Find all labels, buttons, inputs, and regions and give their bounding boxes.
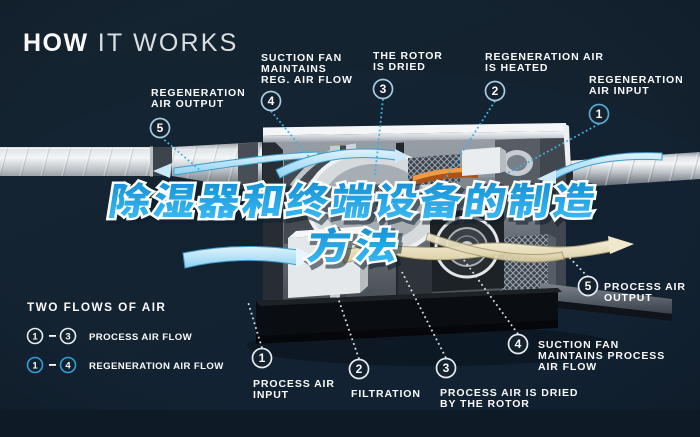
svg-text:3: 3 xyxy=(380,82,387,96)
svg-text:OUTPUT: OUTPUT xyxy=(604,292,653,304)
svg-text:AIR FLOW: AIR FLOW xyxy=(538,361,597,373)
svg-text:PROCESS AIR: PROCESS AIR xyxy=(253,378,335,390)
svg-text:PROCESS AIR IS DRIED: PROCESS AIR IS DRIED xyxy=(440,387,578,399)
svg-text:4: 4 xyxy=(65,361,71,372)
svg-text:1: 1 xyxy=(32,332,38,343)
svg-text:PROCESS AIR FLOW: PROCESS AIR FLOW xyxy=(89,332,193,343)
svg-text:IS HEATED: IS HEATED xyxy=(485,62,548,74)
svg-text:AIR OUTPUT: AIR OUTPUT xyxy=(151,98,224,110)
svg-text:REGENERATION: REGENERATION xyxy=(589,74,684,86)
svg-text:REGENERATION AIR FLOW: REGENERATION AIR FLOW xyxy=(89,361,224,372)
svg-text:REGENERATION: REGENERATION xyxy=(151,87,246,99)
svg-text:FILTRATION: FILTRATION xyxy=(351,388,421,400)
svg-text:REGENERATION AIR: REGENERATION AIR xyxy=(485,51,604,63)
svg-text:1: 1 xyxy=(32,361,38,372)
svg-text:INPUT: INPUT xyxy=(253,389,289,401)
svg-text:4: 4 xyxy=(515,337,522,351)
svg-text:REG. AIR FLOW: REG. AIR FLOW xyxy=(261,74,353,86)
svg-text:2: 2 xyxy=(492,84,499,98)
svg-text:MAINTAINS PROCESS: MAINTAINS PROCESS xyxy=(538,350,665,362)
svg-text:AIR INPUT: AIR INPUT xyxy=(589,85,650,97)
svg-text:SUCTION FAN: SUCTION FAN xyxy=(538,339,619,351)
svg-text:1: 1 xyxy=(596,107,603,121)
svg-text:THE ROTOR: THE ROTOR xyxy=(373,50,443,62)
svg-text:SUCTION FAN: SUCTION FAN xyxy=(261,52,342,64)
svg-text:2: 2 xyxy=(356,362,363,376)
svg-text:MAINTAINS: MAINTAINS xyxy=(261,63,327,75)
svg-text:TWO FLOWS OF AIR: TWO FLOWS OF AIR xyxy=(27,300,166,314)
svg-text:4: 4 xyxy=(268,94,275,108)
svg-text:3: 3 xyxy=(65,332,70,343)
svg-text:PROCESS AIR: PROCESS AIR xyxy=(604,281,686,293)
svg-text:1: 1 xyxy=(259,351,266,365)
svg-text:5: 5 xyxy=(585,279,592,293)
svg-text:BY THE ROTOR: BY THE ROTOR xyxy=(440,398,530,410)
svg-text:HOW IT WORKS: HOW IT WORKS xyxy=(23,29,239,57)
svg-text:3: 3 xyxy=(443,361,450,375)
svg-text:5: 5 xyxy=(157,121,164,135)
svg-text:IS DRIED: IS DRIED xyxy=(373,61,426,73)
